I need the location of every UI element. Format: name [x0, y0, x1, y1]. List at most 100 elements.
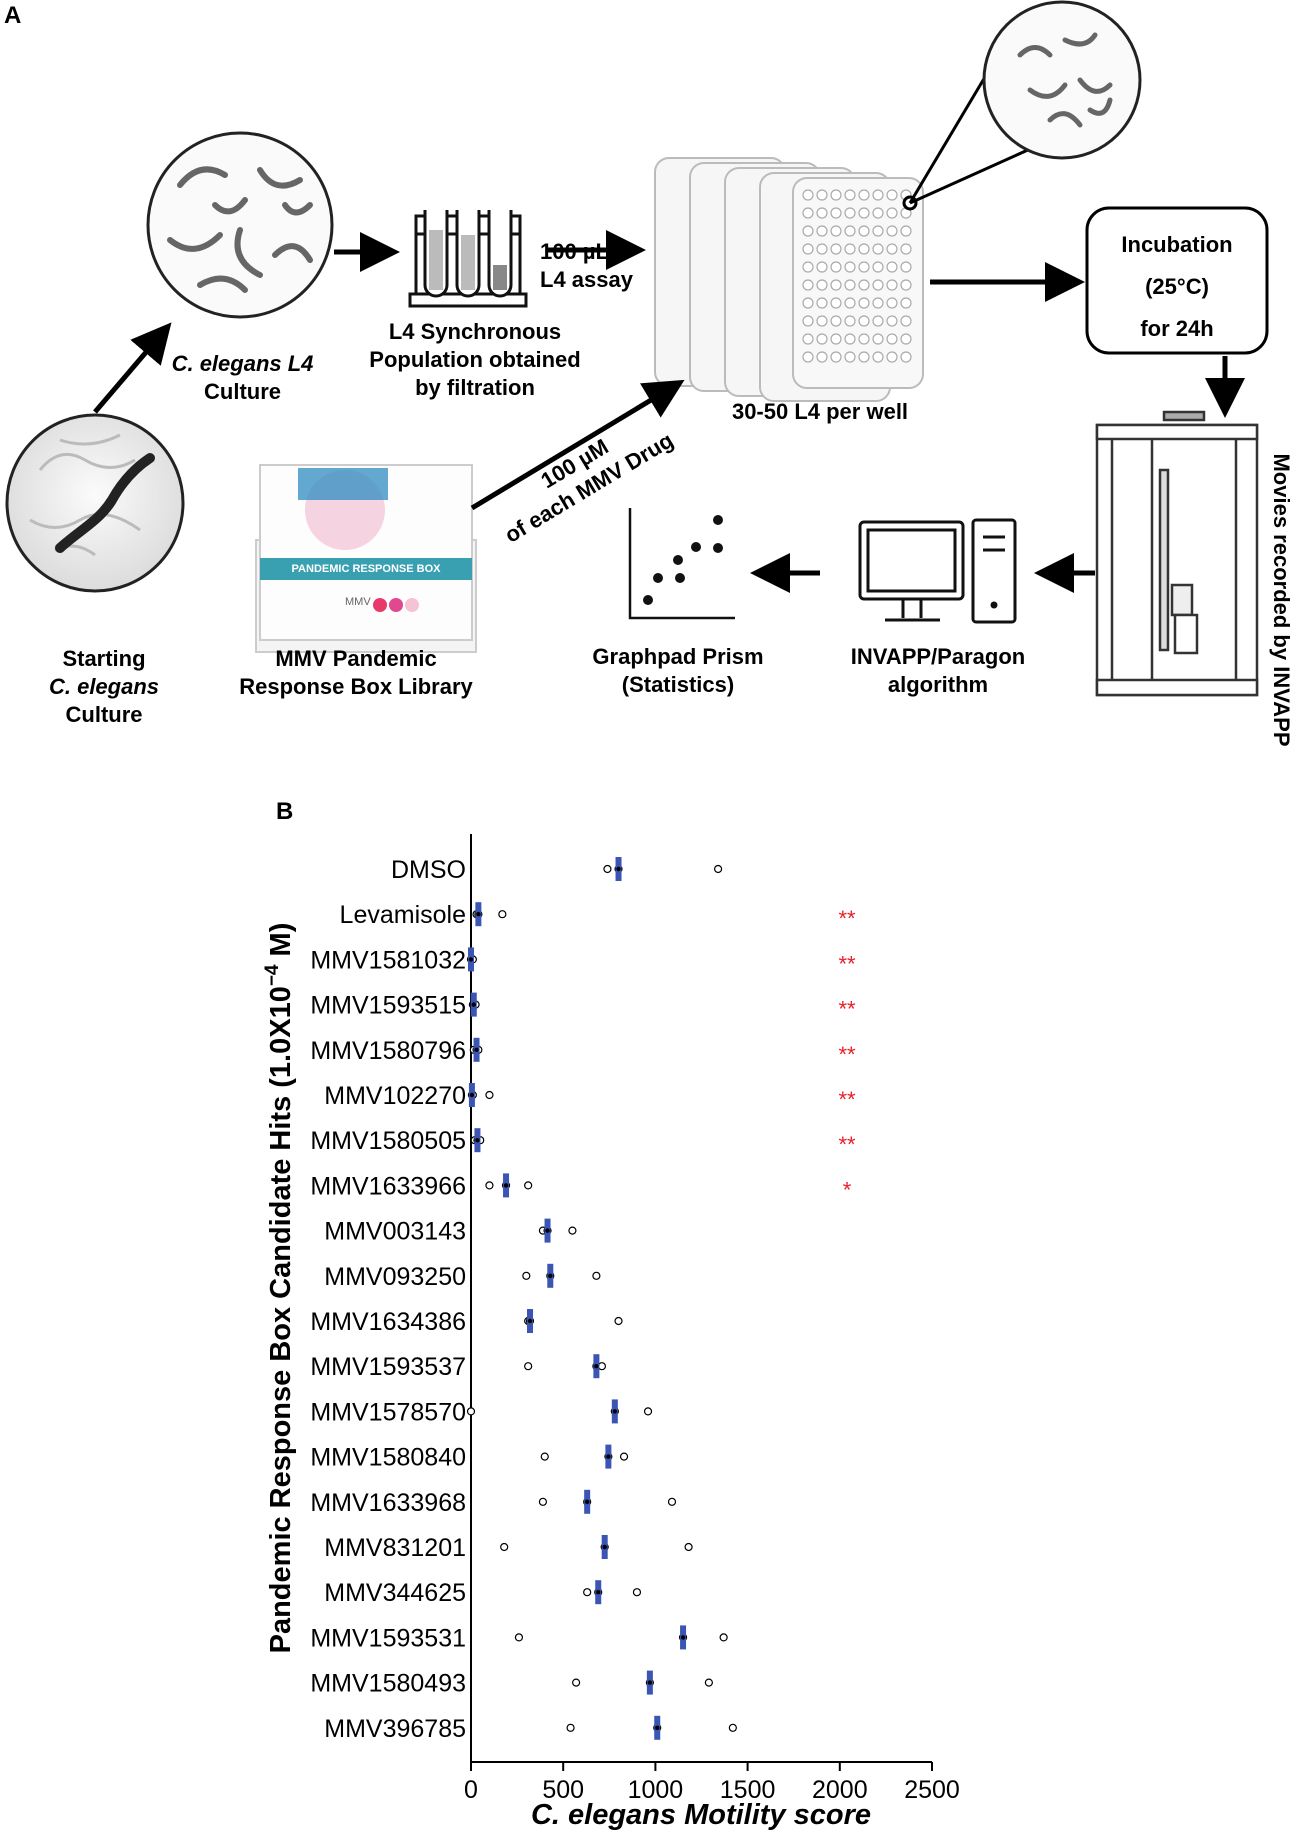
- arrow-library-to-plates: [470, 379, 685, 511]
- replicate-point: [485, 1090, 494, 1100]
- replicate-point: [566, 1723, 575, 1732]
- mean-point: [476, 912, 481, 917]
- replicate-point: [667, 1497, 677, 1506]
- algorithm-label: INVAPP/Paragon algorithm: [850, 644, 1026, 697]
- incubation-label: Incubation (25°C) for 24h: [1121, 232, 1233, 341]
- well-plates-icon: [654, 157, 924, 402]
- scatter-graph-icon: [628, 508, 735, 620]
- replicate-point: [498, 910, 507, 919]
- mean-point: [469, 1092, 475, 1098]
- movies-label: Movies recorded by INVAPP: [1269, 453, 1294, 747]
- x-tick-label: 0: [464, 1776, 478, 1804]
- category-label: MMV1580796: [310, 1037, 466, 1065]
- starting-culture-label: Starting C. elegans Culture: [48, 646, 160, 727]
- x-axis-label: C. elegans Motility score: [531, 1799, 871, 1831]
- replicate-point: [485, 1181, 494, 1190]
- x-tick-label: 500: [542, 1776, 584, 1804]
- l4-culture-label: C. elegans L4 Culture: [171, 351, 314, 404]
- assay-arrow-label: 100 µL L4 assay: [540, 239, 633, 292]
- filtration-label: L4 Synchronous Population obtained by fi…: [369, 319, 581, 400]
- significance-marker: **: [838, 997, 856, 1022]
- significance-marker: *: [843, 1177, 852, 1202]
- panel-b-letter: B: [276, 798, 294, 825]
- starting-culture-dish-icon: [5, 413, 185, 593]
- category-label: MMV1580505: [310, 1127, 466, 1155]
- mean-point: [471, 1002, 476, 1007]
- x-tick-label: 1000: [628, 1776, 684, 1804]
- significance-marker: **: [838, 1042, 856, 1067]
- replicate-point: [524, 1181, 533, 1190]
- x-tick-label: 2000: [812, 1776, 868, 1804]
- replicate-point: [592, 1271, 601, 1280]
- replicate-point: [728, 1723, 737, 1732]
- mean-point: [596, 1590, 601, 1595]
- replicate-point: [540, 1452, 549, 1461]
- plates-label: 30-50 L4 per well: [731, 399, 909, 424]
- mean-point: [527, 1318, 533, 1324]
- replicate-point: [538, 1497, 548, 1506]
- mean-point: [545, 1228, 550, 1233]
- arrow-start-to-l4: [93, 322, 172, 414]
- significance-marker: **: [838, 951, 856, 976]
- category-label: MMV003143: [324, 1218, 466, 1246]
- category-label: MMV1593537: [310, 1353, 466, 1381]
- replicate-point: [466, 1407, 476, 1416]
- category-label: MMV1593515: [310, 992, 466, 1020]
- replicate-point: [719, 1633, 728, 1642]
- significance-marker: **: [838, 1132, 856, 1157]
- category-label: MMV1581032: [310, 946, 466, 974]
- replicate-point: [684, 1542, 693, 1552]
- replicate-point: [522, 1271, 531, 1280]
- category-label: DMSO: [391, 856, 466, 884]
- category-label: MMV1580493: [310, 1670, 466, 1698]
- workflow-diagram: [5, 0, 1269, 697]
- mean-point: [680, 1635, 686, 1640]
- library-label: MMV Pandemic Response Box Library: [239, 646, 473, 699]
- mean-point: [655, 1725, 660, 1730]
- panel-a-letter: A: [4, 2, 22, 29]
- category-label: MMV1633968: [310, 1489, 466, 1517]
- category-label: MMV831201: [324, 1534, 466, 1562]
- mean-point: [548, 1273, 553, 1278]
- tube-rack-icon: [408, 210, 528, 308]
- significance-marker: **: [838, 1087, 856, 1112]
- replicate-point: [500, 1542, 509, 1552]
- replicate-point: [603, 864, 612, 874]
- mean-point: [594, 1364, 599, 1369]
- replicate-point: [572, 1678, 581, 1687]
- magnified-well-icon: [982, 0, 1142, 160]
- mean-point: [612, 1409, 618, 1414]
- replicate-point: [597, 1362, 607, 1371]
- x-tick-label: 2500: [904, 1776, 960, 1804]
- mean-point: [606, 1454, 611, 1459]
- box-text: PANDEMIC RESPONSE BOX: [291, 563, 441, 575]
- replicate-point: [514, 1633, 524, 1642]
- pandemic-response-box-icon: [255, 464, 477, 653]
- stats-label: Graphpad Prism (Statistics): [592, 644, 764, 697]
- replicate-point: [643, 1407, 653, 1416]
- category-label: MMV102270: [324, 1082, 466, 1110]
- replicate-point: [713, 864, 723, 874]
- mean-point: [584, 1499, 590, 1504]
- category-label: MMV1593531: [310, 1624, 466, 1652]
- category-label: MMV093250: [324, 1263, 466, 1291]
- box-logo: MMV: [345, 596, 371, 608]
- mean-point: [602, 1544, 607, 1550]
- mean-point: [616, 866, 621, 872]
- replicate-point: [583, 1588, 592, 1597]
- replicate-point: [524, 1362, 533, 1371]
- replicate-point: [632, 1588, 642, 1597]
- computer-icon: [858, 518, 1017, 624]
- mean-point: [475, 1138, 480, 1143]
- x-tick-label: 1500: [720, 1776, 776, 1804]
- replicate-point: [614, 1316, 623, 1326]
- replicate-point: [568, 1226, 577, 1235]
- mean-point: [503, 1183, 509, 1188]
- replicate-point: [619, 1452, 629, 1461]
- category-label: MMV396785: [324, 1715, 466, 1743]
- y-axis-label: Pandemic Response Box Candidate Hits (1.…: [262, 923, 297, 1654]
- replicate-point: [704, 1678, 713, 1687]
- significance-marker: **: [838, 906, 856, 931]
- category-label: MMV1580840: [310, 1444, 466, 1472]
